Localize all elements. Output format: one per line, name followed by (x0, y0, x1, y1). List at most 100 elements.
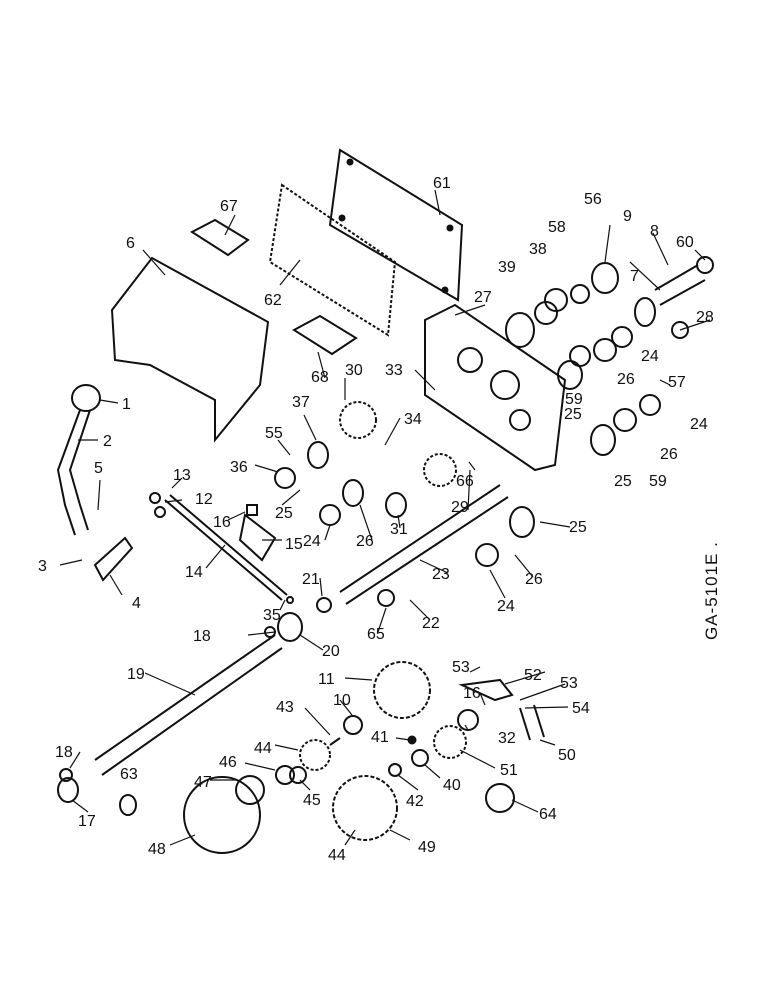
callout: 62 (264, 292, 282, 309)
callout: 49 (418, 839, 436, 856)
callout: 16 (213, 514, 231, 531)
callout: 68 (311, 369, 329, 386)
cover-shield (110, 256, 270, 443)
callout: 53 (452, 659, 470, 676)
callout: 45 (303, 792, 321, 809)
parts-drawing (56, 148, 714, 854)
gear-51 (433, 725, 467, 759)
counter-shaft (339, 484, 509, 605)
callout: 11 (318, 671, 335, 688)
callout: 25 (614, 473, 632, 490)
callout: 16 (463, 685, 481, 702)
selector-lever (458, 678, 514, 702)
callout: 48 (148, 841, 166, 858)
callout: 10 (333, 692, 351, 709)
callout: 56 (584, 191, 602, 208)
gasket (268, 183, 397, 337)
callout: 6 (126, 235, 135, 252)
callout: 31 (390, 521, 408, 538)
callout: 44 (328, 847, 346, 864)
callout-labels: 1 2 3 4 5 6 7 8 9 10 11 12 13 14 15 16 1… (38, 175, 714, 864)
callout: 30 (345, 362, 363, 379)
callout: 23 (432, 566, 450, 583)
shift-rod (164, 494, 288, 601)
callout: 1 (122, 396, 131, 413)
callout: 65 (367, 626, 385, 643)
callout: 26 (356, 533, 374, 550)
gearbox-housing (424, 303, 567, 472)
callout: 57 (668, 374, 686, 391)
callout: 24 (303, 533, 321, 550)
callout: 26 (660, 446, 678, 463)
callout: 42 (406, 793, 424, 810)
callout: 43 (276, 699, 294, 716)
callout: 18 (55, 744, 73, 761)
small-plate-top (190, 218, 250, 257)
callout: 27 (474, 289, 492, 306)
callout: 52 (524, 667, 542, 684)
callout: 15 (285, 536, 303, 553)
callout: 39 (498, 259, 516, 276)
callout: 35 (263, 607, 281, 624)
gear-44 (299, 739, 331, 771)
callout: 4 (132, 595, 141, 612)
callout: 8 (650, 223, 659, 240)
callout: 59 (649, 473, 667, 490)
gear-11 (373, 661, 431, 719)
callout: 47 (194, 774, 212, 791)
callout: 24 (497, 598, 515, 615)
callout: 14 (185, 564, 203, 581)
callout: 3 (38, 558, 47, 575)
callout: 61 (433, 175, 451, 192)
shift-lever (56, 409, 91, 536)
callout: 53 (560, 675, 578, 692)
callout: 21 (302, 571, 320, 588)
callout: 22 (422, 615, 440, 632)
small-plate-bottom (292, 314, 358, 356)
callout: 5 (94, 460, 103, 477)
callout: 34 (404, 411, 422, 428)
callout: 26 (525, 571, 543, 588)
gear-30 (339, 401, 377, 439)
callout: 51 (500, 762, 518, 779)
callout: 50 (558, 747, 576, 764)
callout: 17 (78, 813, 96, 830)
gear-49 (332, 775, 398, 841)
callout: 38 (529, 241, 547, 258)
callout: 32 (498, 730, 516, 747)
callout: 67 (220, 198, 238, 215)
callout: 36 (230, 459, 248, 476)
callout: 33 (385, 362, 403, 379)
callout: 13 (173, 467, 191, 484)
lever-knob (71, 384, 101, 412)
callout: 55 (265, 425, 283, 442)
callout: 25 (275, 505, 293, 522)
callout: 37 (292, 394, 310, 411)
callout: 66 (456, 473, 474, 490)
callout: 64 (539, 806, 557, 823)
callout: 24 (641, 348, 659, 365)
shift-fork (238, 513, 277, 562)
cover-plate (328, 148, 464, 302)
callout: 29 (451, 499, 469, 516)
callout: 7 (630, 268, 639, 285)
callout: 25 (564, 406, 582, 423)
drawing-reference: GA-5101E . (702, 541, 721, 640)
callout: 18 (193, 628, 211, 645)
main-shaft (94, 634, 283, 776)
callout: 12 (195, 491, 213, 508)
callout: 46 (219, 754, 237, 771)
callout: 24 (690, 416, 708, 433)
gear-29 (423, 453, 457, 487)
callout: 60 (676, 234, 694, 251)
callout: 63 (120, 766, 138, 783)
callout: 58 (548, 219, 566, 236)
bolt (519, 704, 545, 741)
callout: 19 (127, 666, 145, 683)
shift-segment (93, 536, 134, 582)
leader-lines (59, 189, 711, 846)
callout: 20 (322, 643, 340, 660)
callout: 54 (572, 700, 590, 717)
callout: 59 (565, 391, 583, 408)
callout: 25 (569, 519, 587, 536)
